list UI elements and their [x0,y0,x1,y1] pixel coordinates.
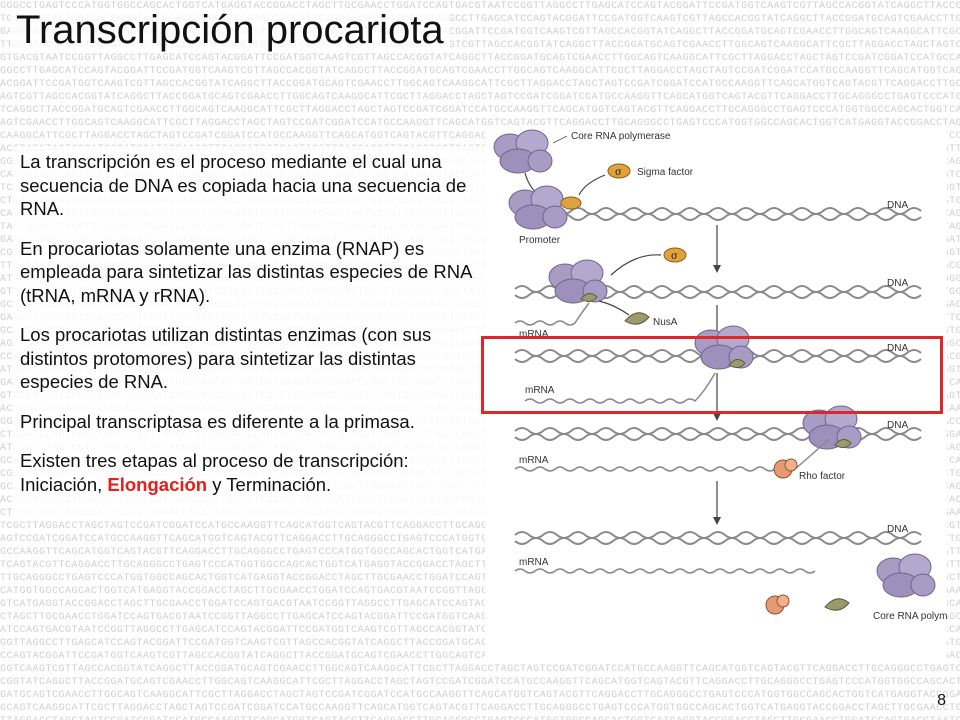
mrna-strand-3 [524,372,716,404]
paragraph-4: Principal transcriptasa es diferente a l… [20,410,415,432]
label-sigma: Sigma factor [637,167,694,178]
rnap-initiation-icon [548,259,608,304]
sigma-symbol-2: σ [671,251,678,262]
arrowhead-down-1 [713,265,721,273]
dna-strand-1 [514,207,922,221]
label-dna-1: DNA [887,200,908,211]
paragraph-5-after: y Terminación. [207,473,332,495]
sigma-factor-icon: σ [607,163,631,179]
nusa-released-icon [824,598,850,611]
rnap-elongation-icon [694,325,754,370]
label-mrna-4: mRNA [519,455,549,466]
page-number: 8 [937,692,946,709]
paragraph-1: La transcripción es el proceso mediante … [20,151,467,219]
label-core-pointer [552,135,568,144]
arrow-sigma-binding [578,174,606,196]
label-rho: Rho factor [799,471,846,482]
mrna-strand-4 [514,438,830,472]
diagram-svg: Core RNA polymerase σ Sigma factor DNA P… [493,129,960,622]
highlight-elongacion: Elongación [107,473,208,495]
paragraph-5-before: Existen tres etapas al proceso de transc… [20,450,409,495]
label-core: Core RNA polymerase [571,131,671,142]
transcription-diagram: Core RNA polymerase σ Sigma factor DNA P… [485,125,960,660]
label-promoter: Promoter [519,235,561,246]
label-dna-3: DNA [887,343,908,354]
arrowhead-down-4 [713,517,721,525]
mrna-strand-5 [514,568,816,574]
label-dna-2: DNA [887,278,908,289]
label-dna-4: DNA [887,420,908,431]
sigma-released-icon: σ [663,247,687,263]
mrna-strand-2 [514,302,590,326]
elongation-highlight-box [481,336,943,414]
rnap-termination-icon [802,405,862,450]
sigma-symbol: σ [615,167,622,178]
body-text: La transcripción es el proceso mediante … [12,146,498,516]
rnap-holoenzyme-icon [508,185,582,230]
label-nusa: NusA [653,317,678,328]
rho-factor-icon [773,458,798,479]
core-polymerase-icon [493,129,553,174]
dna-strand-5 [514,531,922,545]
label-dna-5: DNA [887,524,908,535]
arrowhead-down-3 [713,413,721,421]
arrow-sigma-release [610,254,662,276]
core-polymerase-released-icon [876,553,936,598]
label-core-end: Core RNA polymerase [873,611,947,622]
arrow-nusa-binding [598,300,630,316]
rho-released-icon [765,594,790,615]
label-mrna-2: mRNA [519,329,549,340]
paragraph-2: En procariotas solamente una enzima (RNA… [20,237,472,306]
paragraph-5: Existen tres etapas al proceso de transc… [20,449,490,496]
slide-title: Transcripción procariota [10,8,450,53]
paragraph-3: Los procariotas utilizan distintas enzim… [20,324,432,392]
label-mrna-3: mRNA [525,385,555,396]
nusa-icon [624,312,650,325]
label-mrna-5: mRNA [519,557,549,568]
